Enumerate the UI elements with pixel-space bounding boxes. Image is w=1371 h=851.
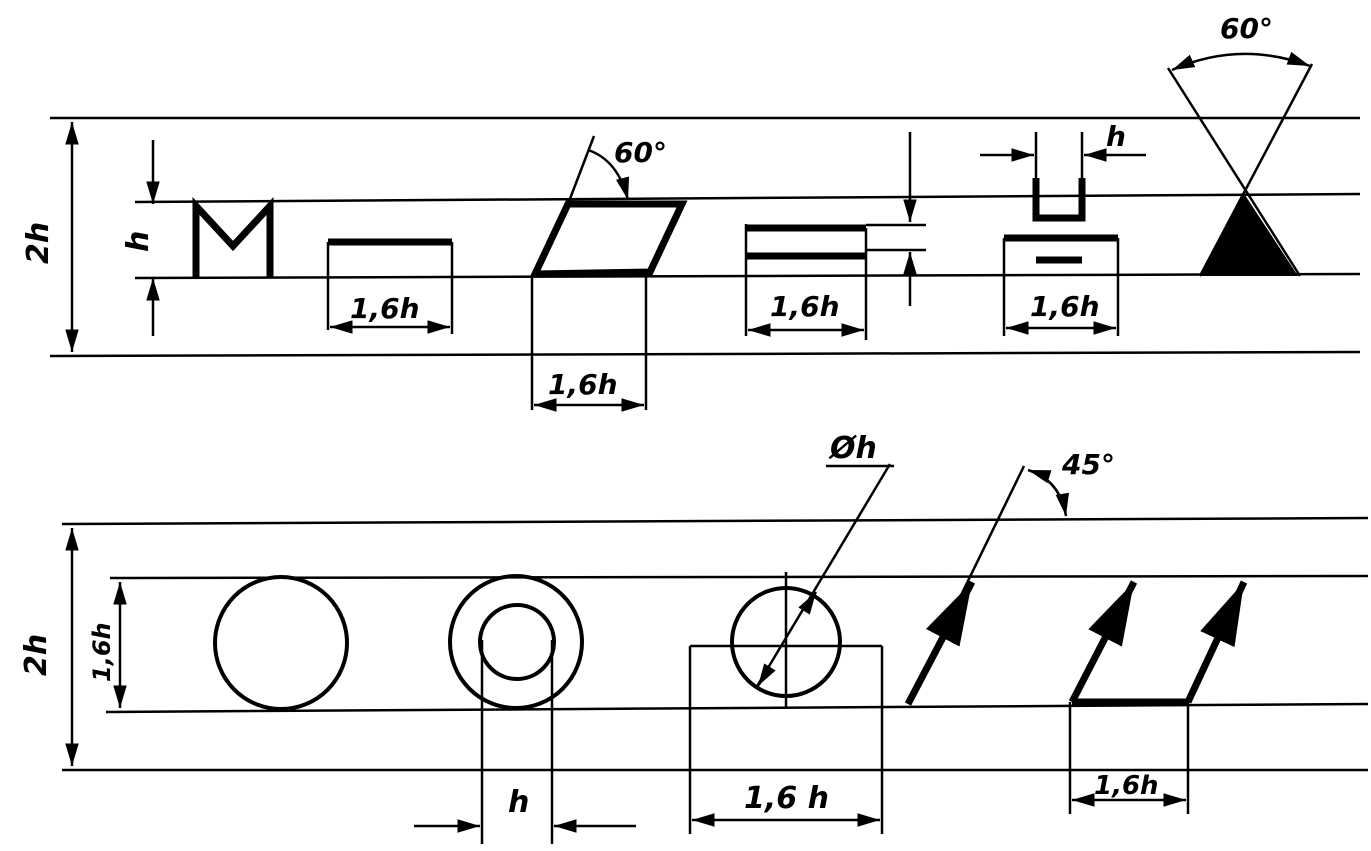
- label-2h-bottom: 2h: [19, 634, 54, 676]
- circle-outer: [448, 574, 584, 710]
- label-2h-top: 2h: [21, 222, 56, 264]
- label-h-left: h: [121, 231, 156, 252]
- para-right-arrow: [1184, 580, 1248, 704]
- label-h-narrow: h: [1106, 120, 1126, 153]
- label-16h-vertical: 1,6h: [88, 622, 116, 682]
- bottom-line-upper: [61, 516, 1369, 526]
- letter-m-text: M: [0, 0, 1, 1]
- top-line-base: [134, 272, 1361, 280]
- label-45: 45°: [1061, 448, 1115, 481]
- diameter-arrow-a: [798, 591, 818, 615]
- label-16h-b: 1,6h: [548, 368, 618, 401]
- bottom-line-mid: [109, 574, 1369, 580]
- angle-45-arc: [1027, 468, 1069, 517]
- label-16h-e: 1,6 h: [744, 781, 829, 816]
- triangle-right-line: [1198, 63, 1314, 277]
- label-60-top: 60°: [1220, 12, 1273, 45]
- top-line-lower: [49, 350, 1361, 358]
- bottom-row: 2h 1,6h h Øh 1,6 h 45°: [19, 431, 1369, 844]
- label-16h-a: 1,6h: [350, 292, 420, 325]
- parallelogram-angle-arc: [587, 148, 630, 201]
- para-left-arrow: [1068, 580, 1138, 704]
- label-16h-f: 1,6h: [1094, 771, 1159, 801]
- slant-arrow-long-thick: [904, 580, 976, 706]
- label-diameter-h: Øh: [828, 431, 877, 466]
- label-60-parallelogram: 60°: [614, 136, 667, 169]
- parallelogram-shape: [529, 200, 688, 278]
- top-row: 2h h M 1,6h 60° 1,6h 1,6h: [0, 0, 1361, 412]
- label-16h-d: 1,6h: [1030, 290, 1100, 323]
- label-16h-c: 1,6h: [770, 290, 840, 323]
- u-shape: [1032, 178, 1086, 222]
- letter-m-shape: [192, 197, 274, 278]
- triangle-filled: [1200, 192, 1298, 276]
- circle-inner: [478, 603, 556, 681]
- top-line-mid: [134, 192, 1361, 204]
- parallelogram-extension: [566, 135, 596, 205]
- triangle-left-line: [1166, 67, 1302, 277]
- diameter-leader: [754, 463, 892, 689]
- triangle-angle-arc: [1171, 51, 1311, 72]
- diameter-arrow-b: [756, 663, 776, 687]
- circle-large: [213, 575, 349, 711]
- label-h-bottom: h: [508, 785, 529, 820]
